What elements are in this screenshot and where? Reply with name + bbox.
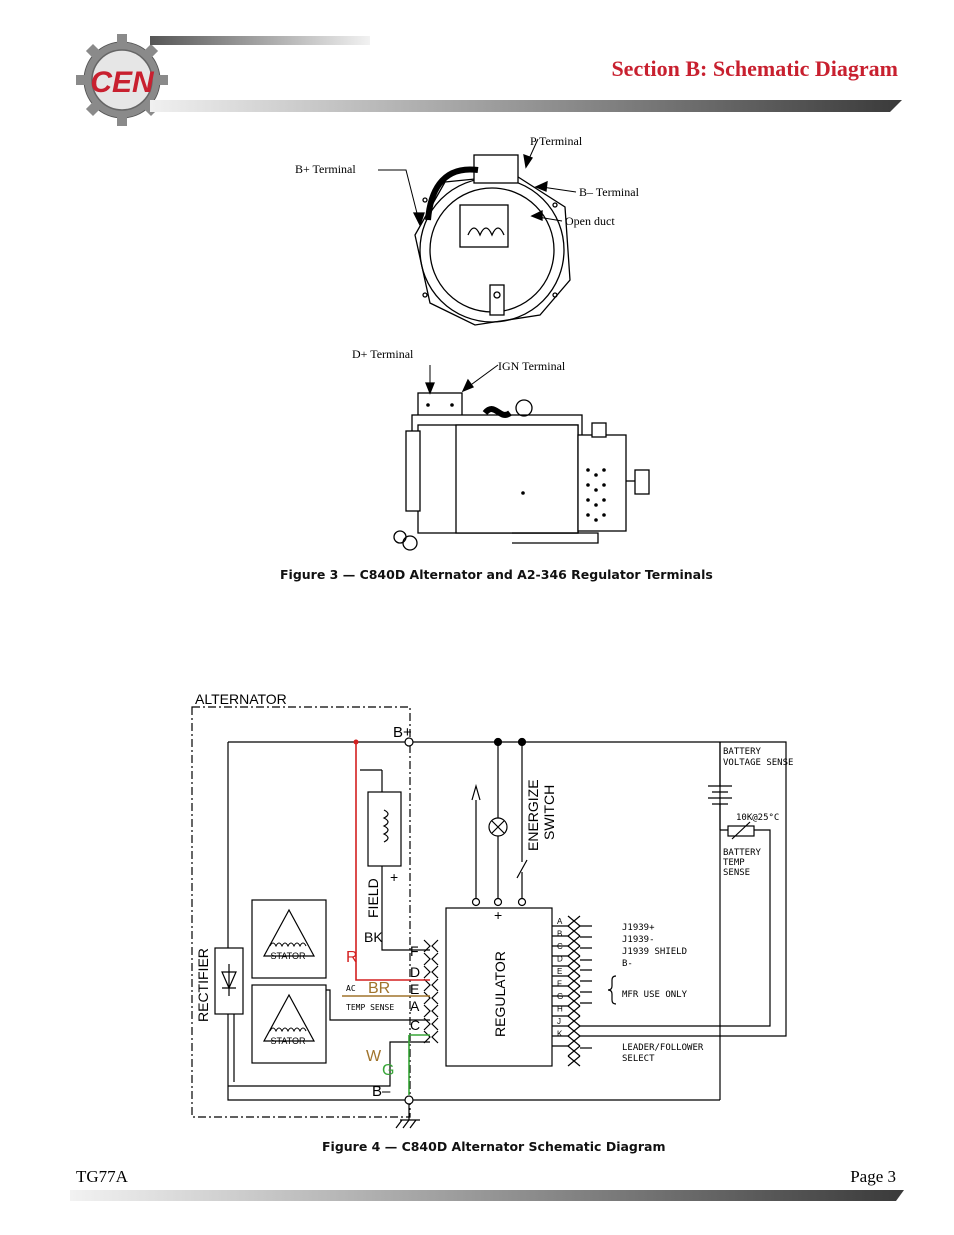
section-title: Section B: Schematic Diagram [611,56,898,81]
left-pin-a: A [410,998,420,1014]
label-ac: AC [346,984,356,993]
left-pin-c: C [410,1017,420,1033]
figure4-caption: Figure 4 — C840D Alternator Schematic Di… [322,1139,666,1154]
label-battery-temp-3: SENSE [723,868,750,878]
label-d-plus-terminal: D+ Terminal [352,347,414,361]
right-pin-k: K [557,1030,563,1039]
label-regulator-plus: + [494,907,502,923]
label-regulator: REGULATOR [492,951,508,1037]
page-number: Page 3 [850,1167,896,1186]
label-ign-terminal: IGN Terminal [498,359,566,373]
left-pin-e: E [410,981,419,997]
label-field-plus: + [390,869,398,885]
footer-rule [70,1190,904,1201]
label-b-plus-terminal: B+ Terminal [295,162,356,176]
figure3-caption: Figure 3 — C840D Alternator and A2-346 R… [280,567,713,582]
figure3-drawing [378,138,650,551]
label-thermistor: 10K@25°C [736,813,779,823]
label-energize: ENERGIZE [525,779,541,851]
label-leader-follower-1: LEADER/FOLLOWER [622,1043,704,1053]
label-g: G [382,1062,394,1079]
label-b-minus-terminal: B– Terminal [579,185,639,199]
label-stator-1: STATOR [270,951,306,961]
label-battery-voltage-2: VOLTAGE SENSE [723,758,793,768]
label-leader-follower-2: SELECT [622,1054,655,1064]
label-switch: SWITCH [541,785,557,840]
label-battery-temp-1: BATTERY [723,848,762,858]
label-field: FIELD [365,878,381,918]
label-battery-voltage-1: BATTERY [723,747,762,757]
figure4-schematic: ALTERNATOR B+ B– RECTIFIER STATOR STATOR… [191,691,793,1129]
cen-logo: CEN [76,34,168,126]
label-w: W [366,1048,382,1065]
label-b-plus: B+ [393,724,412,741]
logo-text: CEN [90,66,155,99]
right-pin-d: D [557,955,563,964]
right-pin-a: A [557,917,563,926]
label-temp-sense: TEMP SENSE [346,1003,394,1012]
right-pin-b: B [557,930,562,939]
label-j1939-plus: J1939+ [622,923,655,933]
label-rectifier: RECTIFIER [195,948,211,1022]
right-pin-f: F [557,980,562,989]
label-j1939-shield: J1939 SHIELD [622,947,687,957]
label-alternator: ALTERNATOR [195,691,287,707]
label-mfr-use-only: MFR USE ONLY [622,990,688,1000]
right-pin-e: E [557,967,562,976]
label-br: BR [368,980,390,997]
label-bk: BK [364,929,383,945]
doc-id: TG77A [76,1167,128,1186]
left-pin-d: D [410,964,420,980]
header-rule [150,36,902,112]
label-b-minus-out: B- [622,959,633,969]
right-pin-c: C [557,942,563,951]
label-b-minus: B– [372,1083,391,1100]
label-j1939-minus: J1939- [622,935,655,945]
label-stator-2: STATOR [270,1036,306,1046]
right-pin-j: J [557,1017,561,1026]
label-open-duct: Open duct [565,214,615,228]
label-p-terminal: P Terminal [530,134,583,148]
label-battery-temp-2: TEMP [723,858,745,868]
label-r: R [346,949,358,966]
left-pin-f: F [410,943,419,959]
right-pin-g: G [557,992,563,1001]
right-pin-h: H [557,1005,563,1014]
